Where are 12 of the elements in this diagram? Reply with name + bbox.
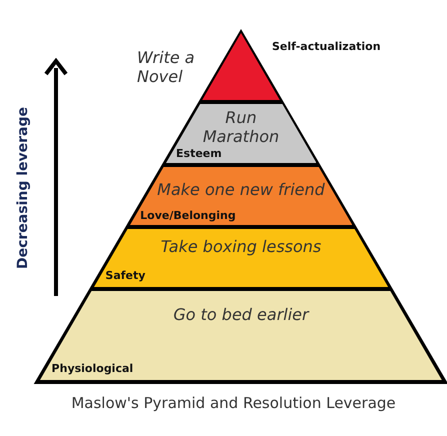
axis-label: Decreasing leverage xyxy=(15,106,31,272)
level-name: Esteem xyxy=(176,147,222,160)
level-name: Love/Belonging xyxy=(140,209,236,222)
level-name: Self-actualization xyxy=(272,40,381,53)
level-example: Run Marathon xyxy=(202,108,280,146)
level-name: Physiological xyxy=(52,362,134,375)
level-example: Make one new friend xyxy=(156,180,326,199)
level-example: Go to bed earlier xyxy=(172,305,310,324)
level-example: Take boxing lessons xyxy=(160,237,322,256)
level-name: Safety xyxy=(105,269,146,282)
caption: Maslow's Pyramid and Resolution Leverage xyxy=(70,394,397,412)
level-example: Write a Novel xyxy=(137,48,196,86)
